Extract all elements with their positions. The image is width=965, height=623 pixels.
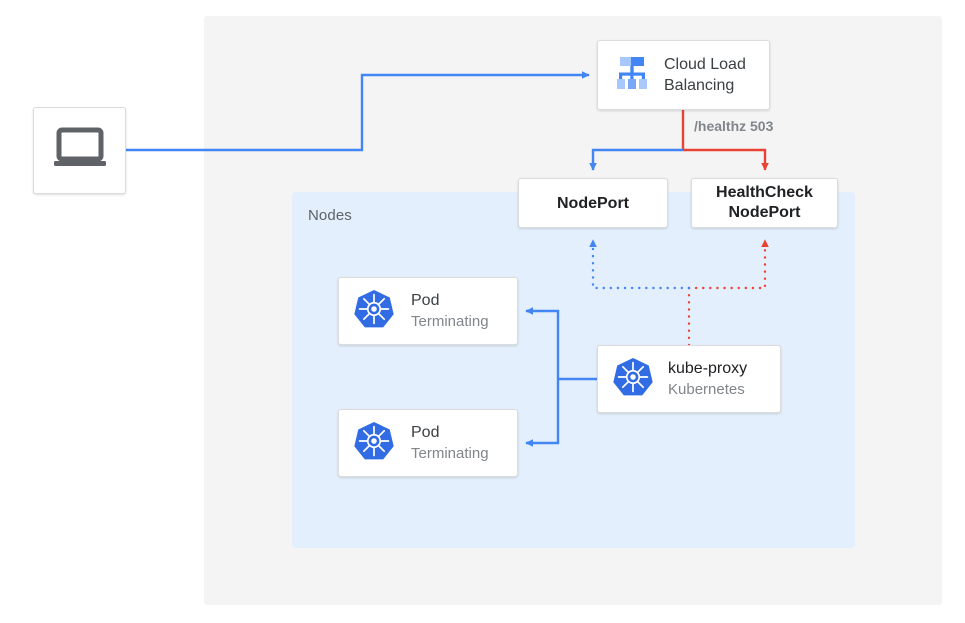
edge-lb-to-nodeport: [589, 148, 683, 171]
pod-2-subtitle: Terminating: [411, 445, 489, 462]
edge-kubeproxy-to-nodeport: [589, 238, 691, 290]
kubernetes-icon: [353, 420, 395, 467]
edge-kubeproxy-to-healthcheck: [687, 238, 769, 290]
healthcheck-nodeport-label-line1: HealthCheck: [716, 184, 813, 201]
cloud-lb-title-line1: Cloud Load: [664, 56, 746, 73]
healthz-edge-label: /healthz 503: [694, 118, 774, 134]
cloud-load-balancing-node[interactable]: Cloud Load Balancing: [597, 40, 770, 110]
kube-proxy-title: kube-proxy: [668, 360, 748, 377]
pod-2-title: Pod: [411, 424, 440, 441]
pod-1-node[interactable]: Pod Terminating: [338, 277, 518, 345]
healthcheck-nodeport-node[interactable]: HealthCheck NodePort: [691, 178, 838, 228]
kubernetes-icon: [612, 356, 654, 403]
client-node[interactable]: [33, 107, 126, 194]
kubernetes-icon: [353, 288, 395, 335]
edge-kubeproxy-to-pod2: [525, 379, 560, 447]
cloud-lb-title-line2: Balancing: [664, 77, 735, 94]
kube-proxy-subtitle: Kubernetes: [668, 381, 745, 398]
nodeport-node[interactable]: NodePort: [518, 178, 668, 228]
kube-proxy-node[interactable]: kube-proxy Kubernetes: [597, 345, 781, 413]
pod-1-subtitle: Terminating: [411, 313, 489, 330]
pod-2-node[interactable]: Pod Terminating: [338, 409, 518, 477]
nodes-panel-label: Nodes: [308, 207, 352, 224]
healthcheck-nodeport-label-line2: NodePort: [728, 204, 801, 221]
pod-1-title: Pod: [411, 292, 440, 309]
laptop-icon: [52, 126, 108, 175]
nodeport-label: NodePort: [557, 194, 629, 212]
edge-client-to-lb: [126, 71, 590, 152]
edge-kubeproxy-to-pod1: [525, 307, 560, 379]
cloud-load-balancing-icon: [610, 51, 654, 100]
edge-lb-to-healthcheck: [683, 148, 769, 171]
